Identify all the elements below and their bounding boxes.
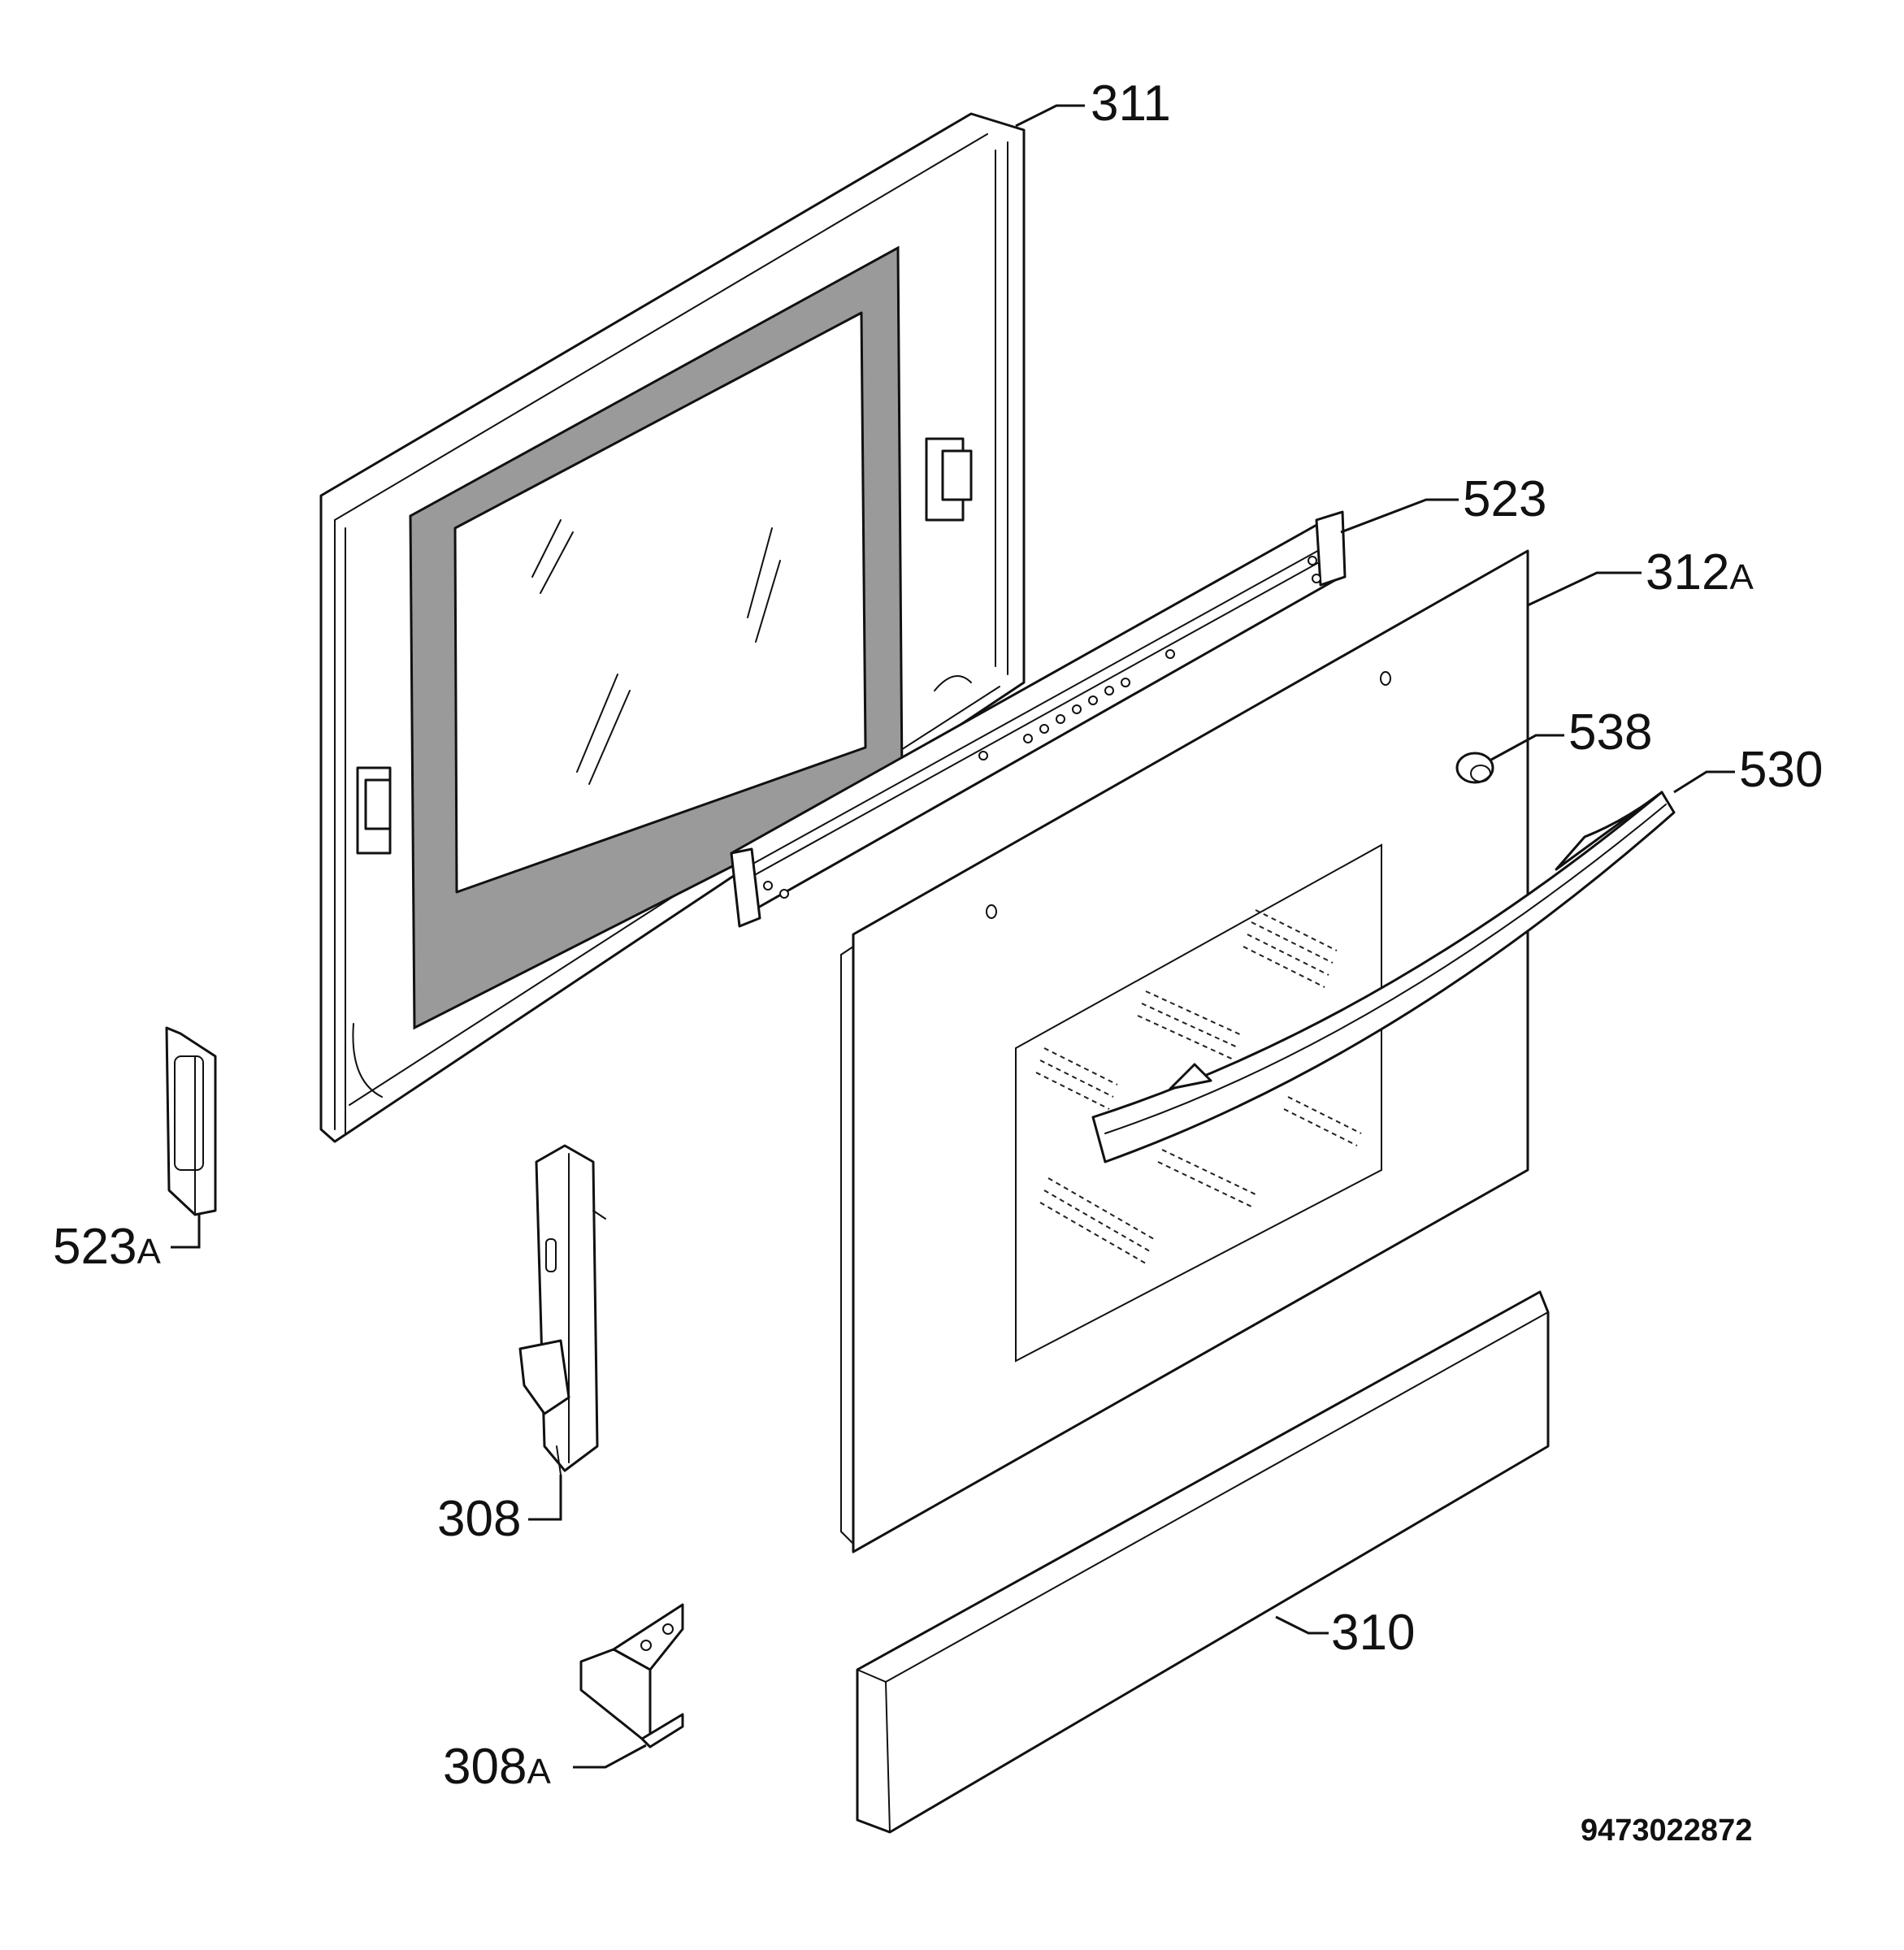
part-callouts: 311 523 312A 538 530 523A 308 310 308A	[53, 76, 1823, 1795]
leader-530	[1673, 770, 1735, 794]
callout-530: 530	[1739, 742, 1823, 798]
part-308-hinge	[518, 1144, 606, 1476]
callout-308: 308	[437, 1491, 521, 1547]
part-523-top-profile-strip	[730, 510, 1347, 928]
part-538-bushing	[1455, 752, 1494, 784]
callout-308a: 308A	[443, 1739, 551, 1795]
glass-hatch-pattern	[1035, 909, 1362, 1264]
callout-311: 311	[1091, 76, 1171, 132]
leader-523a	[171, 1215, 201, 1249]
leader-310	[1275, 1615, 1329, 1635]
leader-308	[528, 1475, 562, 1521]
leader-312a	[1527, 571, 1642, 607]
callout-538: 538	[1568, 704, 1652, 760]
drawing-code: 9473022872	[1581, 1814, 1752, 1848]
callout-523: 523	[1463, 471, 1546, 527]
leader-311	[1015, 104, 1085, 128]
leader-lines	[171, 104, 1735, 1769]
leader-308a	[573, 1744, 647, 1769]
callout-523a: 523A	[53, 1219, 161, 1275]
leader-523	[1340, 498, 1459, 534]
leader-538	[1490, 734, 1564, 761]
part-312a-outer-glass-panel	[840, 549, 1529, 1554]
part-523a-clip	[165, 1026, 217, 1216]
part-308a-hinge-bracket	[579, 1603, 684, 1748]
callout-310: 310	[1331, 1605, 1415, 1661]
part-530-door-handle	[1091, 791, 1676, 1164]
part-310-bottom-trim	[856, 1290, 1550, 1834]
callout-312a: 312A	[1646, 544, 1754, 600]
